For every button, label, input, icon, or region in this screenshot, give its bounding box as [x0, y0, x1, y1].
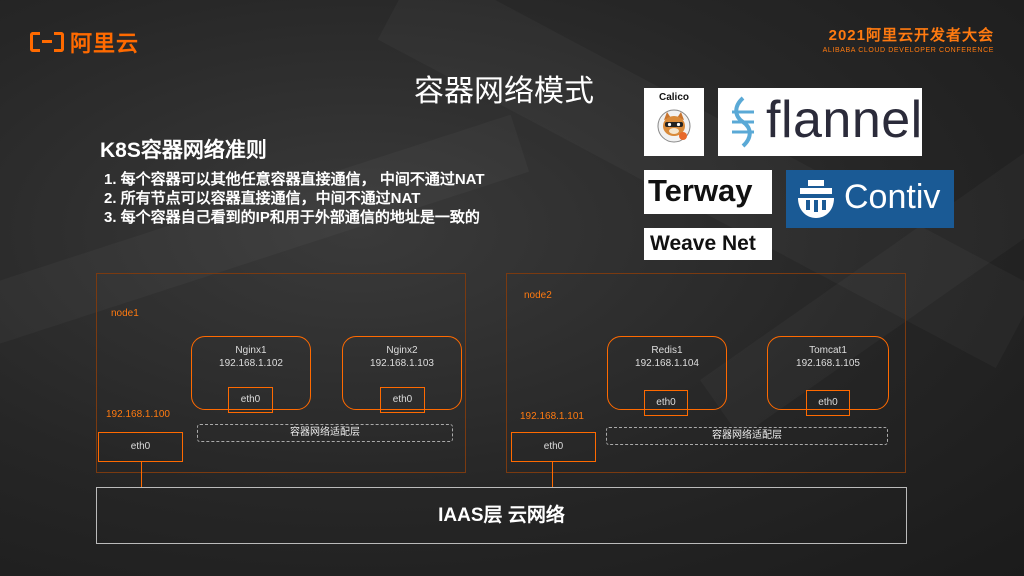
rules-list: 1. 每个容器可以其他任意容器直接通信， 中间不通过NAT 2. 所有节点可以容…: [104, 170, 485, 227]
node2-ip: 192.168.1.101: [520, 411, 584, 422]
weave-net-label: Weave Net: [650, 232, 756, 255]
connector-line: [552, 461, 553, 487]
pod-ip: 192.168.1.104: [635, 358, 699, 369]
node1-label: node1: [111, 308, 139, 319]
pod-name: Tomcat1: [809, 345, 847, 356]
alibaba-cloud-mark-icon: [30, 32, 64, 52]
contiv-logo: Contiv: [786, 170, 954, 228]
pod-ip: 192.168.1.105: [796, 358, 860, 369]
conference-banner: 2021阿里云开发者大会 ALIBABA CLOUD DEVELOPER CON…: [823, 24, 994, 54]
iaas-cloud-network-layer: IAAS层 云网络: [96, 487, 907, 544]
pod-nginx2: Nginx2 192.168.1.103: [342, 336, 462, 410]
slide-title: 容器网络模式: [414, 74, 594, 109]
brand-name: 阿里云: [70, 31, 140, 56]
node1-ip: 192.168.1.100: [106, 409, 170, 420]
rules-title: K8S容器网络准则: [100, 139, 267, 162]
rule-item: 3. 每个容器自己看到的IP和用于外部通信的地址是一致的: [104, 209, 480, 226]
calico-cat-icon: [657, 109, 691, 143]
pod-tomcat1: Tomcat1 192.168.1.105: [767, 336, 889, 410]
calico-logo: Calico: [644, 88, 704, 156]
pod-nginx1: Nginx1 192.168.1.102: [191, 336, 311, 410]
terway-label: Terway: [648, 173, 753, 208]
pod-eth0: eth0: [228, 387, 273, 413]
container-network-adapter: 容器网络适配层: [606, 427, 888, 445]
terway-logo: Terway: [644, 170, 772, 214]
alibaba-cloud-logo: 阿里云: [30, 26, 139, 58]
pod-redis1: Redis1 192.168.1.104: [607, 336, 727, 410]
weave-net-logo: Weave Net: [644, 228, 772, 260]
contiv-label: Contiv: [844, 178, 941, 216]
pod-eth0: eth0: [380, 387, 425, 413]
flannel-icon: [732, 96, 754, 148]
conference-title: 2021阿里云开发者大会: [828, 27, 994, 44]
flannel-logo: flannel: [718, 88, 922, 156]
pod-eth0: eth0: [806, 390, 850, 416]
contiv-icon: [798, 180, 834, 218]
node2-eth0: eth0: [511, 432, 596, 462]
pod-ip: 192.168.1.102: [219, 358, 283, 369]
node2-box: node2 Redis1 192.168.1.104 eth0 Tomcat1 …: [506, 273, 906, 473]
conference-subtitle: ALIBABA CLOUD DEVELOPER CONFERENCE: [822, 47, 994, 54]
node2-label: node2: [524, 290, 552, 301]
node1-box: node1 Nginx1 192.168.1.102 eth0 Nginx2 1…: [96, 273, 466, 473]
container-network-adapter: 容器网络适配层: [197, 424, 453, 442]
flannel-label: flannel: [766, 91, 923, 149]
rule-item: 2. 所有节点可以容器直接通信，中间不通过NAT: [104, 190, 421, 207]
pod-name: Nginx2: [386, 345, 418, 356]
pod-eth0: eth0: [644, 390, 688, 416]
pod-ip: 192.168.1.103: [370, 358, 434, 369]
calico-label: Calico: [658, 92, 689, 103]
pod-name: Redis1: [651, 345, 683, 356]
rule-item: 1. 每个容器可以其他任意容器直接通信， 中间不通过NAT: [104, 171, 485, 188]
pod-name: Nginx1: [235, 345, 267, 356]
connector-line: [141, 461, 142, 487]
node1-eth0: eth0: [98, 432, 183, 462]
